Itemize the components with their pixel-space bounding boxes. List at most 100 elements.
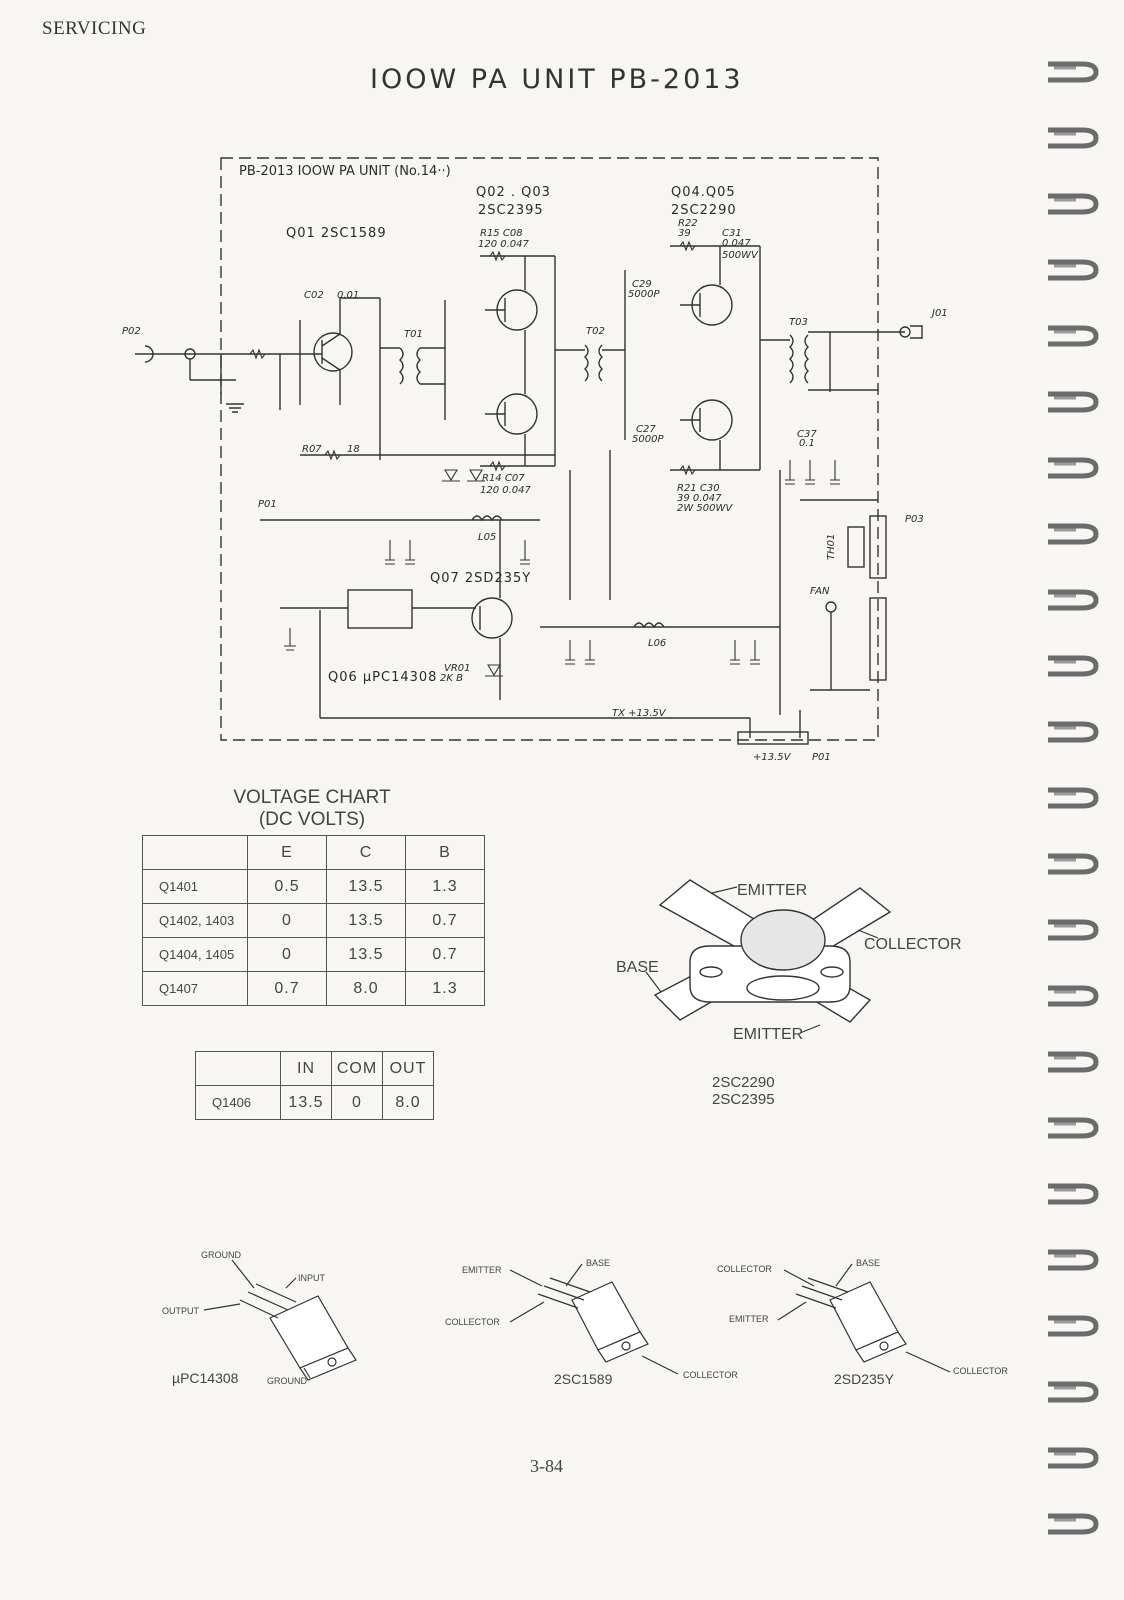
- row-label: Q1404, 1405: [142, 937, 248, 972]
- t01-label: T01: [404, 329, 423, 340]
- box-label: PB-2013 IOOW PA UNIT (No.14··): [239, 164, 451, 179]
- binder-ring: [1044, 1312, 1100, 1338]
- sd235-name: 2SD235Y: [834, 1371, 895, 1387]
- t01-transformer: [399, 347, 404, 385]
- table-cell: 8.0: [382, 1085, 434, 1120]
- table-cell: 0: [331, 1085, 383, 1120]
- table-row: Q1406 13.5 0 8.0: [195, 1085, 434, 1120]
- page-number: 3-84: [530, 1456, 563, 1476]
- c31-label: C31: [722, 228, 742, 239]
- sc1589-collector-left: COLLECTOR: [445, 1317, 500, 1327]
- table-cell: 13.5: [280, 1085, 332, 1120]
- table-cell: 0: [247, 903, 327, 938]
- page-title: IOOW PA UNIT PB-2013: [370, 64, 744, 95]
- sd235-collector-left: COLLECTOR: [717, 1264, 772, 1274]
- fan-label: FAN: [810, 586, 830, 597]
- r22-value: 39: [678, 228, 691, 239]
- c02-label: C02: [304, 290, 324, 301]
- binder-ring: [1044, 1180, 1100, 1206]
- table-cell: 1.3: [405, 971, 485, 1006]
- upc-name: µPC14308: [172, 1370, 239, 1386]
- table-row: Q1401 0.5 13.5 1.3: [142, 869, 485, 904]
- upc-output: OUTPUT: [162, 1306, 200, 1316]
- binder-ring: [1044, 124, 1100, 150]
- c31-rating: 500WV: [722, 250, 759, 261]
- table-cell: 0.7: [247, 971, 327, 1006]
- r14-label: R14 C07: [482, 473, 525, 484]
- t02-transformer: [584, 344, 589, 382]
- regulator-voltage-table: IN COM OUT Q1406 13.5 0 8.0: [195, 1051, 434, 1120]
- binder-ring: [1044, 916, 1100, 942]
- power-transistor-package: EMITTER COLLECTOR BASE EMITTER 2SC2290 2…: [616, 879, 962, 1108]
- t02-label: T02: [586, 326, 605, 337]
- header-cell: IN: [280, 1051, 332, 1086]
- q01-transistor-symbol: [313, 332, 353, 372]
- binder-ring: [1044, 652, 1100, 678]
- table-header-row: E C B: [142, 835, 485, 870]
- q07-transistor-symbol: [471, 597, 513, 639]
- voltage-chart-heading: VOLTAGE CHART: [233, 787, 391, 808]
- binder-ring: [1044, 982, 1100, 1008]
- th01-label: TH01: [826, 534, 837, 560]
- 2sc1589-pinout: [509, 1263, 679, 1375]
- p02-label: P02: [122, 326, 141, 337]
- c37-label: C37: [797, 429, 817, 440]
- r21-label: R21 C30: [677, 483, 720, 494]
- voltage-chart-subtitle: (DC VOLTS): [258, 809, 366, 830]
- q06-label: Q06 µPC14308: [328, 670, 437, 685]
- emitter-top-label: EMITTER: [737, 882, 807, 899]
- sd235-collector-right: COLLECTOR: [953, 1366, 1008, 1376]
- c29-value: 5000P: [628, 289, 660, 300]
- q01-label: Q01 2SC1589: [286, 226, 387, 241]
- t03-label: T03: [789, 317, 808, 328]
- row-label: Q1407: [142, 971, 248, 1006]
- binder-ring: [1044, 256, 1100, 282]
- table-cell: 8.0: [326, 971, 406, 1006]
- table-cell: 0.7: [405, 937, 485, 972]
- sc1589-base: BASE: [586, 1258, 610, 1268]
- r21-value: 39 0.047: [677, 493, 722, 504]
- voltage-chart-title: VOLTAGE CHART (DC VOLTS): [222, 787, 402, 831]
- binder-ring: [1044, 1048, 1100, 1074]
- j01-connector: [899, 326, 911, 338]
- q04-q05-type: 2SC2290: [671, 203, 737, 218]
- row-label: Q1401: [142, 869, 248, 904]
- 2sd235y-pinout: [777, 1263, 951, 1373]
- binder-ring: [1044, 586, 1100, 612]
- upc-input: INPUT: [298, 1273, 326, 1283]
- table-cell: 13.5: [326, 869, 406, 904]
- l05-coil: [471, 515, 503, 522]
- header-cell: E: [247, 835, 327, 870]
- binder-ring: [1044, 190, 1100, 216]
- binder-ring: [1044, 58, 1100, 84]
- binder-ring: [1044, 718, 1100, 744]
- l05-label: L05: [478, 532, 496, 543]
- sc1589-emitter: EMITTER: [462, 1265, 502, 1275]
- c27-label: C27: [636, 424, 656, 435]
- table-header-row: IN COM OUT: [195, 1051, 434, 1086]
- table-cell: 13.5: [326, 937, 406, 972]
- r14-value: 120 0.047: [480, 485, 532, 496]
- binder-ring: [1044, 1444, 1100, 1470]
- upc-ground-bottom: GROUND: [267, 1376, 307, 1386]
- l06-label: L06: [648, 638, 666, 649]
- upc14308-pinout: [203, 1259, 357, 1381]
- package-part-2: 2SC2395: [712, 1091, 775, 1108]
- c27-value: 5000P: [632, 434, 664, 445]
- binder-ring: [1044, 1510, 1100, 1536]
- table-row: Q1407 0.7 8.0 1.3: [142, 971, 485, 1006]
- supply-label: +13.5V: [753, 752, 792, 763]
- row-label: Q1406: [195, 1085, 281, 1120]
- table-cell: 1.3: [405, 869, 485, 904]
- voltage-chart-table: E C B Q1401 0.5 13.5 1.3 Q1402, 1403 0 1…: [142, 835, 485, 1006]
- table-row: Q1402, 1403 0 13.5 0.7: [142, 903, 485, 938]
- pa-unit-boundary: [220, 157, 879, 741]
- p01-label: P01: [812, 752, 831, 763]
- tx-supply-label: TX +13.5V: [612, 708, 667, 719]
- header-cell: COM: [331, 1051, 383, 1086]
- fan-symbol: [825, 601, 837, 613]
- collector-label: COLLECTOR: [864, 936, 962, 953]
- p01-zener-label: P01: [258, 499, 277, 510]
- table-cell: 0.7: [405, 903, 485, 938]
- l06-coil: [633, 622, 665, 629]
